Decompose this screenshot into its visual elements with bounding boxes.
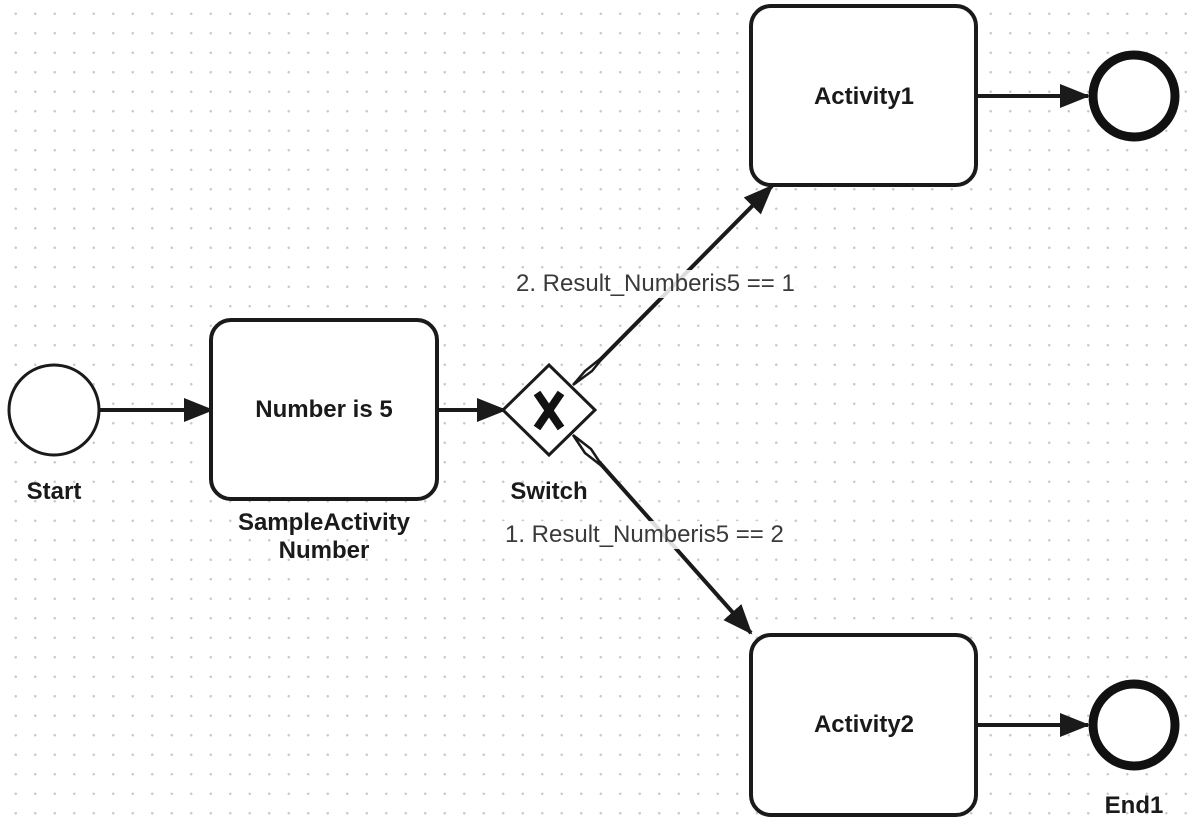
task-number-label: SampleActivity Number xyxy=(237,509,411,564)
start-event[interactable] xyxy=(7,363,101,457)
condition-diamond-lower xyxy=(571,434,605,468)
end-event-1-label: End1 xyxy=(1104,792,1164,819)
end-event[interactable] xyxy=(1088,50,1180,142)
task-activity1-text: Activity1 xyxy=(813,83,915,110)
start-event-label: Start xyxy=(26,478,82,505)
task-number-text: Number is 5 xyxy=(255,396,393,423)
condition-upper-label: 2. Result_Numberis5 == 1 xyxy=(513,270,798,298)
gateway-label: Switch xyxy=(510,478,588,505)
task-activity2-text: Activity2 xyxy=(813,711,915,738)
end-event-1[interactable] xyxy=(1088,679,1180,771)
gateway-x-icon xyxy=(533,390,565,431)
condition-lower-label: 1. Result_Numberis5 == 2 xyxy=(502,521,787,549)
